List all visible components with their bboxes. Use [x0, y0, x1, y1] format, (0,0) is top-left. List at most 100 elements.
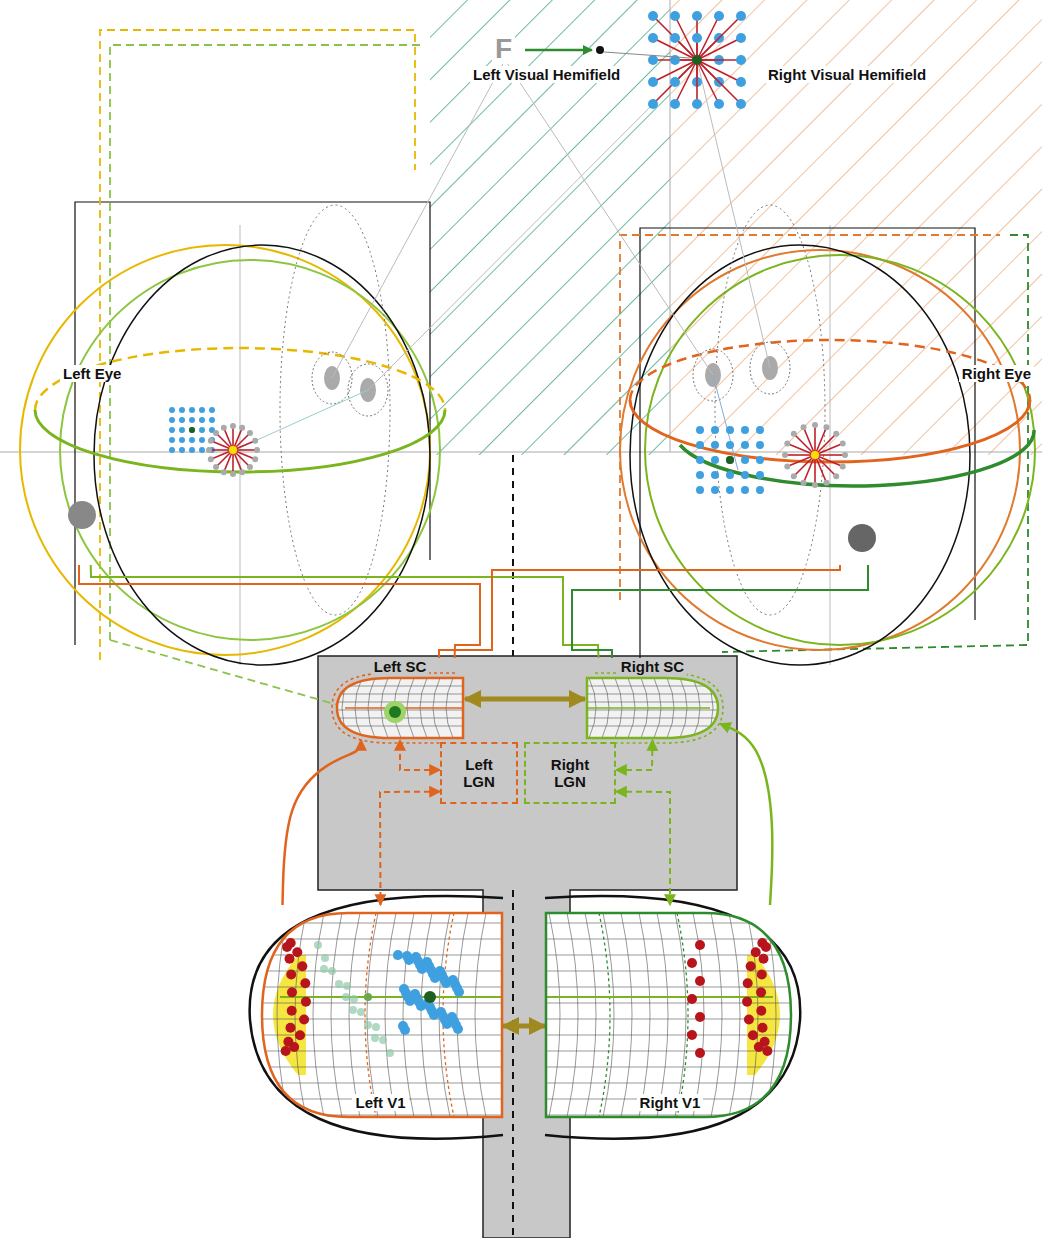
retina-dot — [189, 427, 195, 433]
drawing-stroke — [335, 694, 465, 695]
ray-tip — [812, 482, 818, 488]
sight-line — [368, 60, 697, 390]
fixation-dot — [364, 993, 372, 1001]
meridian-line — [280, 996, 502, 998]
retina-dot — [756, 426, 764, 434]
receptive-ray — [653, 16, 697, 60]
grid-group — [258, 913, 503, 1117]
faded-dot — [372, 1023, 380, 1031]
retina-dot — [711, 486, 719, 494]
retina-dot — [199, 437, 205, 443]
region-label: Left Eye — [60, 365, 124, 382]
neuron-dot — [757, 969, 767, 979]
neuron-dot — [287, 987, 297, 997]
grid-group — [545, 913, 795, 1117]
drawing-stroke — [545, 971, 795, 972]
horizontal-axis — [0, 452, 1042, 453]
retina-dot — [726, 441, 734, 449]
region-label: Left SC — [371, 658, 430, 675]
ray-tip — [840, 441, 846, 447]
meridian-line — [546, 996, 773, 998]
retina-dot — [756, 456, 764, 464]
cortex-shape — [258, 905, 503, 1125]
drawing-stroke — [475, 913, 486, 1117]
projection-arrow — [400, 740, 440, 770]
fixation-dot — [726, 456, 734, 464]
field-dot — [648, 77, 658, 87]
ray-tip — [791, 431, 797, 437]
activity-blob — [384, 701, 406, 723]
retina-dot — [169, 427, 175, 433]
sight-line — [332, 60, 505, 378]
colliculus-region: Right SC — [585, 658, 720, 740]
iso-line — [365, 913, 376, 1117]
field-dot — [648, 55, 658, 65]
retina-dot — [199, 407, 205, 413]
field-dot — [670, 77, 680, 87]
cortex-outline — [546, 913, 791, 1117]
retina-dot — [726, 471, 734, 479]
retina-dot — [209, 417, 215, 423]
receptive-ray — [814, 455, 816, 485]
optic-disc — [848, 524, 876, 552]
neuron-dot — [398, 1021, 408, 1031]
field-dot — [670, 11, 680, 21]
fixation-dot — [424, 991, 436, 1003]
retina-dot — [199, 447, 205, 453]
eyeball-outline — [645, 255, 1035, 645]
eye-equator — [680, 430, 1034, 486]
retina-dot — [741, 426, 749, 434]
drawing-stroke — [567, 913, 578, 1117]
drawing-stroke — [585, 694, 720, 695]
retina-dot — [696, 486, 704, 494]
shape-group — [332, 673, 465, 743]
retina-dot — [189, 447, 195, 453]
neuron-dot — [299, 1015, 309, 1025]
colliculus-outline — [337, 678, 463, 738]
retina-dot — [179, 437, 185, 443]
neuron-dot — [742, 997, 752, 1007]
eye-equator — [35, 348, 445, 410]
neuron-dot — [289, 1042, 299, 1052]
retina-dot — [169, 437, 175, 443]
projection-arrow — [616, 740, 653, 770]
receptive-ray — [697, 60, 741, 104]
neuron-dot — [300, 978, 310, 988]
ray-tip — [239, 425, 245, 431]
receptive-ray — [815, 454, 845, 456]
neuron-dot — [399, 984, 409, 994]
fovea-zone — [273, 955, 306, 1075]
faded-dot — [335, 980, 343, 988]
activity-blob — [389, 706, 401, 718]
sight-line — [505, 60, 713, 375]
drawing-stroke — [545, 923, 795, 924]
field-dot — [692, 99, 702, 109]
nucleus-box: Left LGN — [440, 742, 518, 804]
neuron-dot — [285, 954, 295, 964]
drawing-stroke — [545, 1083, 795, 1084]
optic-tract — [91, 565, 599, 658]
neuron-dot — [761, 942, 771, 952]
faded-dot — [371, 1034, 379, 1042]
neuron-dot — [687, 994, 697, 1004]
receptive-ray — [815, 444, 843, 455]
receptive-ray — [787, 455, 815, 466]
ray-tip — [833, 431, 839, 437]
eye-frame — [100, 30, 415, 660]
retina-dot — [756, 441, 764, 449]
faded-dot — [357, 1008, 365, 1016]
optic-tract — [79, 565, 480, 658]
receptive-ray — [815, 455, 826, 483]
field-dot — [692, 55, 702, 65]
fixation-dot — [189, 427, 195, 433]
drawing-stroke — [675, 913, 686, 1117]
retina-dot — [711, 426, 719, 434]
projection-arrow — [616, 792, 670, 905]
eye-equator — [35, 410, 445, 472]
ray-tip — [206, 447, 212, 453]
eye-region: Right Eye — [640, 235, 1040, 565]
optic-tract — [572, 565, 868, 658]
fixation-dot — [692, 55, 702, 65]
